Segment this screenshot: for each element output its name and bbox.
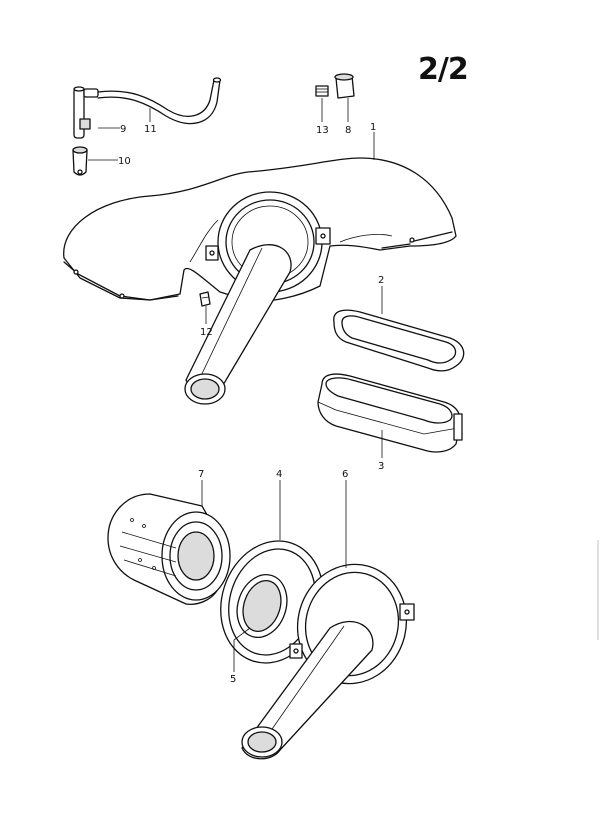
callout-11: 11 — [144, 124, 157, 135]
callout-13: 13 — [316, 125, 329, 136]
part-9-fitting-drawing — [73, 86, 99, 139]
callout-5: 5 — [230, 674, 236, 685]
callout-9: 9 — [120, 124, 126, 135]
callout-7: 7 — [198, 469, 204, 480]
page-number-text: 2/2 — [418, 52, 469, 87]
part-12-clip-drawing — [199, 291, 211, 307]
part-13-screw-drawing — [315, 85, 329, 97]
callout-8: 8 — [345, 125, 351, 136]
callout-12: 12 — [200, 327, 213, 338]
part-11-hose-drawing — [97, 77, 222, 125]
leader-lines — [88, 98, 383, 672]
callout-6: 6 — [342, 469, 348, 480]
page-number: 2/2 — [418, 52, 469, 87]
callout-10: 10 — [118, 156, 131, 167]
callout-3: 3 — [378, 461, 384, 472]
part-7-filter-drawing — [107, 493, 231, 605]
part-3-ring-drawing — [317, 373, 463, 453]
part-8-bushing-drawing — [334, 73, 355, 99]
callout-2: 2 — [378, 275, 384, 286]
callout-labels: 9 10 11 13 8 1 12 2 3 7 4 6 5 — [118, 122, 384, 685]
part-1-housing-drawing — [63, 157, 457, 405]
part-10-plug-drawing — [72, 146, 88, 176]
callout-4: 4 — [276, 469, 282, 480]
callout-1: 1 — [370, 122, 376, 133]
part-6-lower-housing-drawing — [241, 563, 415, 760]
part-2-gasket-drawing — [333, 309, 465, 372]
